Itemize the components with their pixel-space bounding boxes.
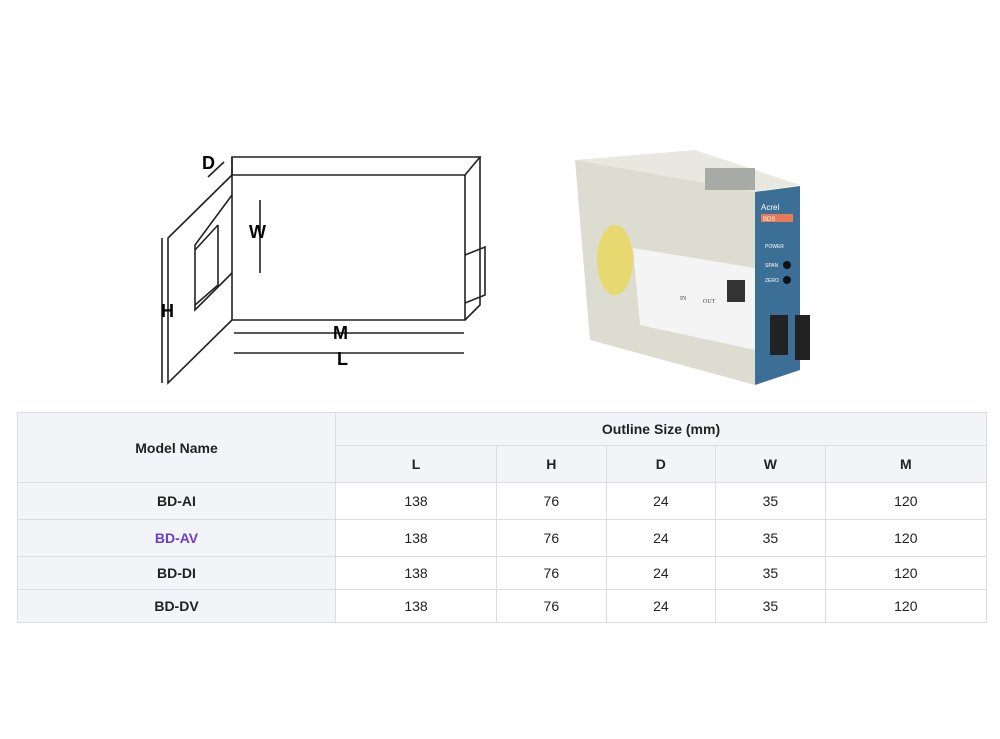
value-cell: 120	[824, 519, 988, 557]
value-cell: 35	[715, 482, 826, 520]
value-cell: 138	[334, 519, 498, 557]
dimension-label-h: H	[161, 301, 174, 321]
value-cell: 24	[605, 589, 717, 623]
table-row: BD-AI 138 76 24 35 120	[17, 482, 988, 520]
value-cell: 76	[496, 519, 607, 557]
value-cell: 138	[334, 556, 498, 590]
in-label: IN	[680, 296, 687, 302]
model-cell: BD-AI	[17, 482, 336, 520]
model-tag: BDS	[763, 217, 775, 223]
span-label: SPAN	[765, 263, 779, 269]
table-row: BD-DV 138 76 24 35 120	[17, 589, 988, 623]
dimension-label-m: M	[333, 323, 348, 343]
model-cell[interactable]: BD-AV	[17, 519, 336, 557]
outline-size-table: Model Name Outline Size (mm) L H D W M B…	[17, 412, 988, 623]
table-row: BD-DI 138 76 24 35 120	[17, 556, 988, 590]
value-cell: 120	[824, 556, 988, 590]
out-label: OUT	[703, 299, 716, 305]
dimension-label-l: L	[337, 349, 348, 369]
dimension-diagram: D W H M L	[161, 153, 486, 385]
model-cell: BD-DV	[17, 589, 336, 623]
dimension-label-d: D	[202, 153, 215, 173]
column-header-l: L	[334, 445, 498, 483]
dimension-label-w: W	[249, 222, 266, 242]
product-photo: Acrel BDS POWER SPAN ZERO IN OUT	[575, 150, 810, 385]
value-cell: 24	[605, 556, 717, 590]
value-cell: 76	[496, 556, 607, 590]
value-cell: 35	[715, 519, 826, 557]
value-cell: 138	[334, 482, 498, 520]
value-cell: 120	[824, 589, 988, 623]
value-cell: 120	[824, 482, 988, 520]
value-cell: 24	[605, 519, 717, 557]
column-header-h: H	[496, 445, 607, 483]
power-label: POWER	[765, 244, 784, 250]
column-header-m: M	[824, 445, 988, 483]
value-cell: 138	[334, 589, 498, 623]
value-cell: 35	[715, 589, 826, 623]
zero-label: ZERO	[765, 278, 779, 284]
value-cell: 76	[496, 589, 607, 623]
value-cell: 76	[496, 482, 607, 520]
brand-label: Acrel	[761, 203, 779, 212]
model-name-header: Model Name	[17, 412, 336, 483]
outline-size-header: Outline Size (mm)	[335, 412, 987, 446]
table-row: BD-AV 138 76 24 35 120	[17, 519, 988, 557]
column-header-d: D	[605, 445, 717, 483]
value-cell: 35	[715, 556, 826, 590]
model-cell: BD-DI	[17, 556, 336, 590]
column-header-w: W	[715, 445, 826, 483]
value-cell: 24	[605, 482, 717, 520]
